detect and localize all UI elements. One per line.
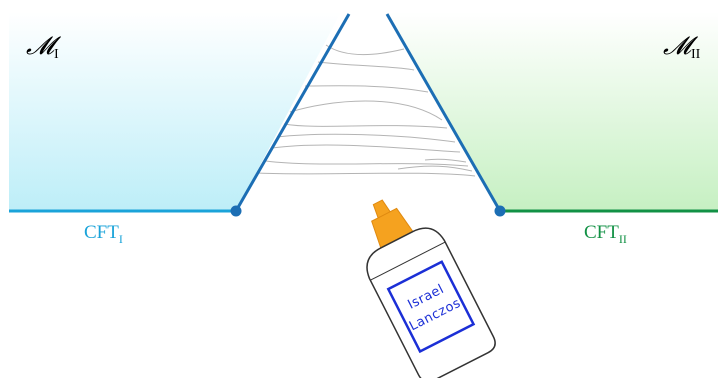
boundary-label-left: CFTI xyxy=(84,222,123,246)
junction-point-right xyxy=(495,206,506,217)
glue-bottle-illustration: Israel Lanczos xyxy=(340,183,498,378)
strand xyxy=(305,86,428,92)
boundary-label-left-subscript: I xyxy=(119,232,123,246)
boundary-label-right: CFTII xyxy=(584,222,627,246)
strand xyxy=(425,159,466,162)
junction-point-left xyxy=(231,206,242,217)
strand xyxy=(318,62,414,70)
strand xyxy=(284,124,447,128)
strand xyxy=(326,45,404,55)
strand xyxy=(290,101,442,120)
strand xyxy=(266,161,468,166)
region-subscript-left: I xyxy=(54,47,59,62)
boundary-label-left-text: CFT xyxy=(84,222,119,243)
boundary-label-right-text: CFT xyxy=(584,222,619,243)
region-subscript-right: II xyxy=(691,47,701,62)
strand xyxy=(272,145,460,152)
strand xyxy=(258,173,475,176)
strand xyxy=(398,166,472,171)
boundary-label-right-subscript: II xyxy=(619,232,627,246)
strand xyxy=(277,134,455,142)
